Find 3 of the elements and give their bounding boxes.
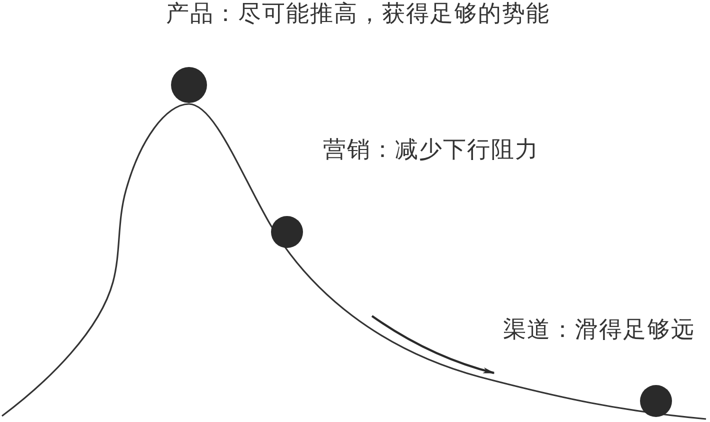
annotation-text: 产品：尽可能推高，获得足够的势能 (166, 0, 550, 28)
annotation-text: 营销：减少下行阻力 (323, 136, 539, 164)
annotation-text: 渠道：滑得足够远 (503, 316, 695, 344)
